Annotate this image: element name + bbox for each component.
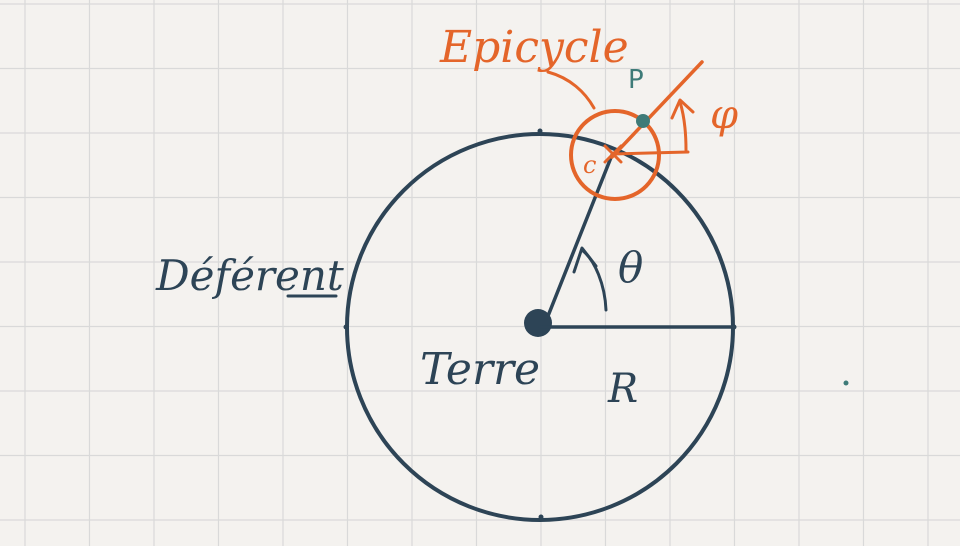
phi-arc-arrow (678, 100, 688, 152)
epicycle-label: Epicycle (439, 22, 629, 73)
epicycle-reference-line (611, 150, 690, 156)
theta-arrow-head (572, 246, 598, 274)
earth-dot (524, 309, 552, 337)
earth-label: Terre (420, 344, 540, 395)
center-label: c (583, 151, 596, 179)
point-p-label: P (628, 65, 644, 95)
epicycle-radius-line (610, 60, 704, 159)
phi-label: φ (710, 92, 738, 138)
earth-to-center-line (546, 153, 614, 318)
deferent-tick-top (537, 128, 543, 134)
radius-label: R (607, 366, 638, 412)
theta-label: θ (618, 243, 643, 292)
deferent-tick-left (343, 324, 349, 330)
point-p-dot (636, 114, 650, 128)
stray-dot (843, 380, 849, 386)
deferent-tick-bottom (538, 514, 544, 520)
deferent-label: Déférent (155, 251, 344, 300)
epicycle-pointer (546, 70, 596, 110)
theta-arc-arrow (580, 248, 608, 312)
epicycle-circle (569, 109, 661, 201)
phi-arrow-head (670, 98, 695, 120)
